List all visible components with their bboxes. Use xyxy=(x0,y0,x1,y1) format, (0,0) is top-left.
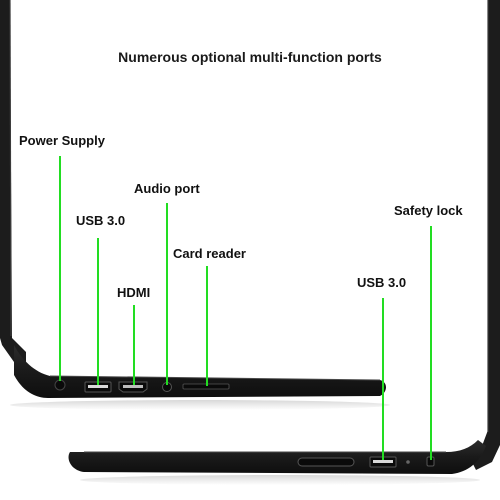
page-title: Numerous optional multi-function ports xyxy=(118,49,382,65)
label-card-reader: Card reader xyxy=(173,246,246,261)
left-laptop-base xyxy=(14,345,386,398)
led-indicator xyxy=(406,460,410,464)
right-laptop-lid xyxy=(470,0,500,470)
left-laptop-lid xyxy=(0,0,26,370)
right-laptop-base xyxy=(68,440,486,474)
label-hdmi: HDMI xyxy=(117,285,151,300)
label-power-supply: Power Supply xyxy=(19,133,105,148)
label-audio-port: Audio port xyxy=(134,181,200,196)
label-usb-left: USB 3.0 xyxy=(76,213,126,228)
label-safety-lock: Safety lock xyxy=(394,203,463,218)
power-port xyxy=(54,379,66,391)
hdmi-port xyxy=(118,381,148,393)
leader-lines xyxy=(59,156,432,460)
side-vent xyxy=(297,457,355,467)
label-usb-right: USB 3.0 xyxy=(357,275,407,290)
